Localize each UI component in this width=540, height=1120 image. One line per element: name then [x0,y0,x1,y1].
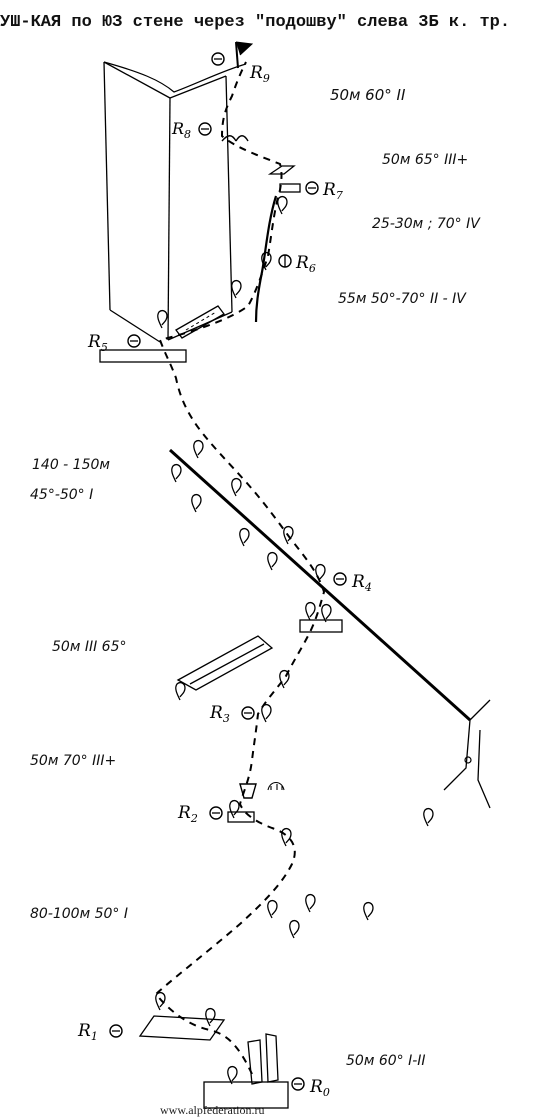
ledge-r7 [279,183,301,193]
pitch-r5-r6: 55м 50°-70° II - IV [338,291,467,307]
station-r5: R5 [87,332,108,354]
pitch-r4-r5-length: 140 - 150м [32,457,110,473]
station-r2: R2 [177,803,198,825]
station-r9: R9 [249,63,270,85]
pitch-r6-r7: 25-30м ; 70° IV [372,216,481,232]
station-r7: R7 [322,180,343,202]
source-url: www.alpfederation.ru [160,1103,265,1117]
anchor-icon-r3 [241,706,255,720]
anchor-icon-r8 [198,122,212,136]
station-r8: R8 [171,119,191,141]
crux-icon [221,135,249,142]
anchor-icon-r0 [291,1077,305,1091]
route-line [154,61,326,1075]
ledge-r4 [299,619,343,633]
diagonal-ridge [168,448,472,722]
station-r6: R6 [295,253,316,275]
anchor-icon-r6 [278,254,292,268]
pitch-r2-r3: 50м 70° III+ [30,753,116,769]
crack-line [254,195,278,323]
ridge-line [103,61,247,93]
pitch-r3-r4: 50м III 65° [52,639,126,655]
anchor-icon-r7 [305,181,319,195]
pitch-r4-r5-grade: 45°-50° I [30,487,93,503]
route-title: УШ-КАЯ по ЮЗ стене через "подошву" слева… [0,13,510,32]
ledge-r2 [227,811,255,823]
pitch-r1-r2: 80-100м 50° I [30,906,128,922]
pitch-r7-r8: 50м 65° III+ [382,152,468,168]
ledge-r5 [99,349,187,363]
station-r1: R1 [77,1021,98,1043]
anchor-icon-r4 [333,572,347,586]
pitch-r0-r1: 50м 60° I-II [346,1053,426,1069]
couloir [443,699,491,809]
chimney-feature [239,783,257,799]
upper-rock-block [103,61,233,343]
station-r0: R0 [309,1077,330,1099]
station-r4: R4 [351,572,372,594]
anchor-icon-r2 [209,806,223,820]
anchor-icon-r9 [211,52,225,66]
anchor-icon-r5 [127,334,141,348]
summit-flag [235,41,254,69]
station-r3: R3 [209,703,230,725]
anchor-icon-r1 [109,1024,123,1038]
ledge-r7-top [267,165,296,175]
overhang-icon [267,781,285,791]
start-block [203,1033,289,1109]
ledge-r1 [138,1015,226,1041]
roof-feature [176,635,274,691]
pitch-r8-r9: 50м 60° II [330,86,406,104]
